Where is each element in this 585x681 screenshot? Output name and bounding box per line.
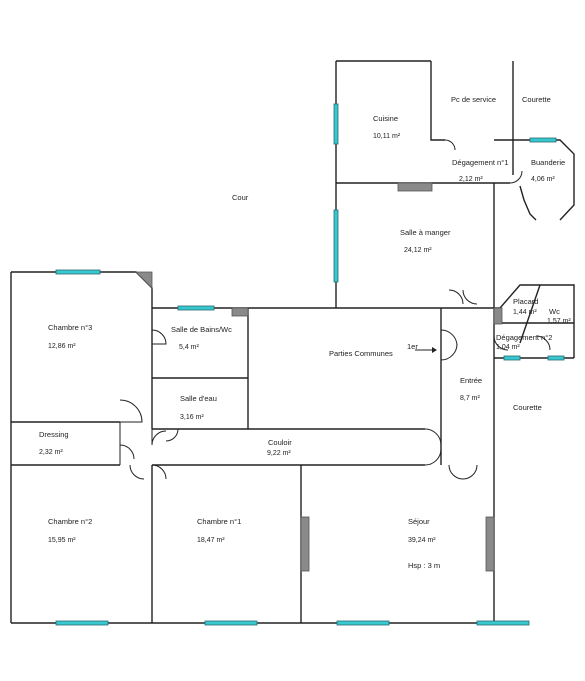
degagement2-area: 1,04 m² [496,344,520,351]
salle-eau-area: 3,16 m² [180,414,204,421]
courette-right-name: Courette [513,403,542,412]
buanderie-area: 4,06 m² [531,176,555,183]
parties-communes-note: 1er [407,342,418,351]
cuisine-area: 10,11 m² [373,133,401,140]
chambre2-area: 15,95 m² [48,537,76,544]
wc-area: 1,57 m² [547,318,571,325]
salle-eau-name: Salle d'eau [180,394,217,403]
room-labels: Cuisine 10,11 m² Pc de service Courette … [39,95,571,570]
salle-manger-name: Salle à manger [400,228,451,237]
cour-name: Cour [232,193,249,202]
cuisine-name: Cuisine [373,114,398,123]
couloir-name: Couloir [268,438,292,447]
dressing-name: Dressing [39,430,69,439]
sejour-area: 39,24 m² [408,537,436,544]
placard-name: Placard [513,297,538,306]
chambre1-area: 18,47 m² [197,537,225,544]
dressing-area: 2,32 m² [39,449,63,456]
degagement1-area: 2,12 m² [459,176,483,183]
wc-name: Wc [549,307,560,316]
placard-area: 1,44 m² [513,309,537,316]
sejour-name: Séjour [408,517,430,526]
chambre3-name: Chambre n°3 [48,323,92,332]
doors [119,139,551,480]
parties-communes-name: Parties Communes [329,349,393,358]
entree-name: Entrée [460,376,482,385]
entrance-arrow-icon [415,347,437,353]
windows [55,103,565,626]
chambre2-name: Chambre n°2 [48,517,92,526]
courette-top-name: Courette [522,95,551,104]
couloir-area: 9,22 m² [267,450,291,457]
chambre3-area: 12,86 m² [48,343,76,350]
wall-blocks [135,182,503,572]
pc-service-name: Pc de service [451,95,496,104]
degagement2-name: Dégagement n°2 [496,333,552,342]
salle-bains-area: 5,4 m² [179,344,200,351]
salle-bains-name: Salle de Bains/Wc [171,325,232,334]
degagement1-name: Dégagement n°1 [452,158,508,167]
salle-manger-area: 24,12 m² [404,247,432,254]
entree-area: 8,7 m² [460,395,481,402]
chambre1-name: Chambre n°1 [197,517,241,526]
sejour-note: Hsp : 3 m [408,561,440,570]
buanderie-name: Buanderie [531,158,565,167]
